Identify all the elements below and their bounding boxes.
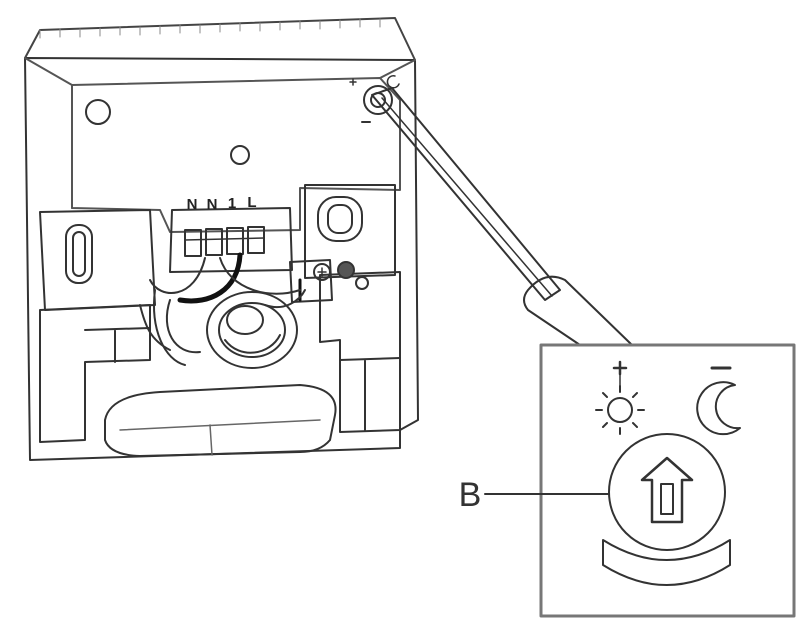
ground-icon (313, 263, 331, 281)
mounting-hole-center (230, 145, 250, 165)
wires (139, 252, 306, 369)
top-rim (24, 17, 416, 61)
callout-b: B (459, 476, 609, 514)
right-clip (304, 184, 396, 279)
moon-icon (696, 366, 741, 436)
terminal-label-n2: N (207, 196, 218, 213)
callout-detail-box (539, 343, 796, 618)
left-clip (39, 209, 156, 311)
callout-label-b: B (459, 476, 482, 514)
terminal-label-l: L (247, 194, 256, 211)
dial (608, 433, 726, 551)
outer-body (24, 57, 419, 461)
sun-icon (595, 360, 645, 435)
terminal-label-n1: N (187, 196, 198, 213)
bottom-right-block (319, 271, 401, 433)
cable-tray (104, 384, 337, 457)
mounting-hole-left (85, 99, 111, 125)
bottom-left-block (39, 304, 151, 443)
dial-base-crescent (602, 539, 731, 586)
ground-screw-icon (337, 261, 355, 279)
up-arrow-icon (640, 456, 694, 524)
terminal-label-1: 1 (228, 195, 236, 212)
terminal-block: N N 1 L (169, 194, 293, 273)
screwdriver-icon (371, 87, 633, 346)
